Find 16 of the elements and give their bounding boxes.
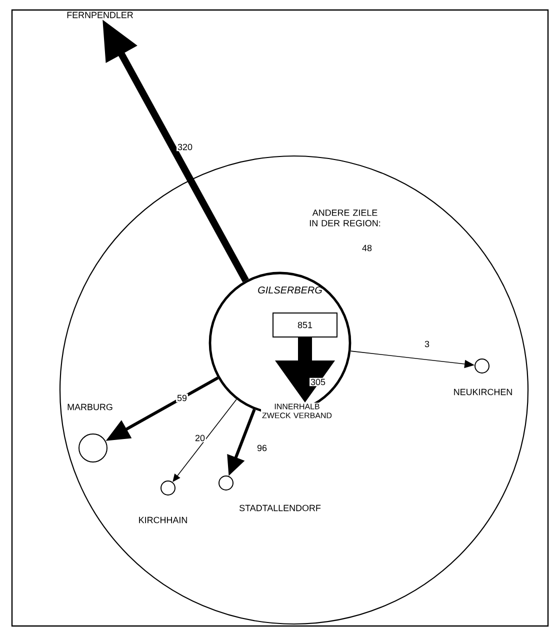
count-box: 851	[272, 312, 338, 338]
arrow	[275, 338, 335, 403]
edge-label: 96	[256, 444, 268, 452]
edge-label: 3	[424, 340, 430, 348]
place-label: STADTALLENDORF	[239, 504, 321, 512]
region-label: 48	[362, 244, 372, 252]
edge-label: 320	[176, 142, 194, 152]
place-label: NEUKIRCHEN	[454, 388, 512, 396]
region-label: ANDERE ZIELE IN DER REGION:	[310, 210, 380, 226]
edge-label: 59	[176, 394, 188, 402]
town-label: GILSERBERG	[258, 286, 322, 294]
place-label: MARBURG	[68, 404, 112, 410]
place-label: FERNPENDLER	[67, 12, 133, 18]
edge-label: 305	[310, 378, 326, 386]
edge-label: 20	[194, 434, 206, 442]
place-label: KIRCHHAIN	[139, 516, 187, 524]
